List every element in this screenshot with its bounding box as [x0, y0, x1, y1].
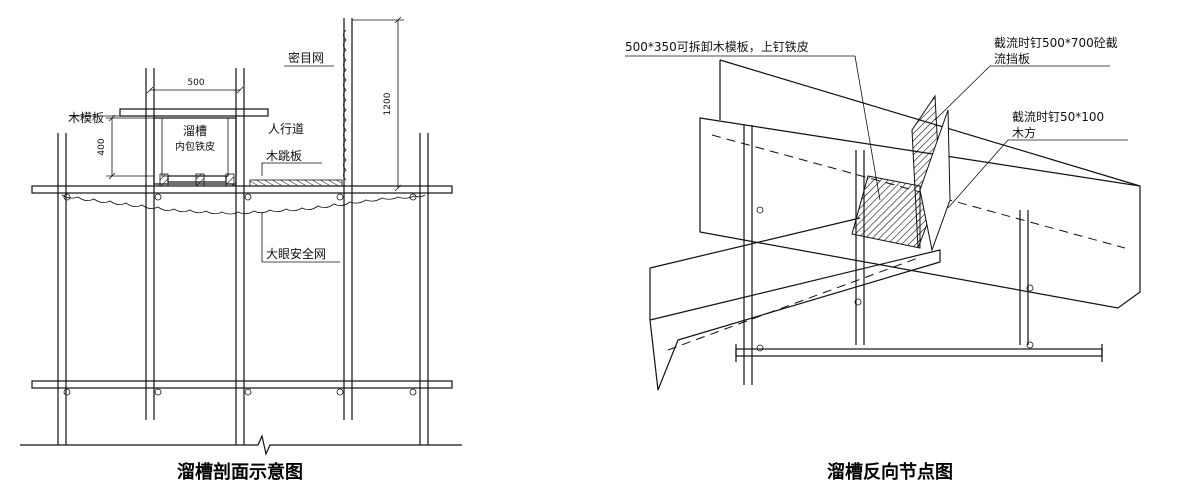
baffle-label-line2: 流挡板: [994, 52, 1030, 66]
node-diagram: 500*350可拆卸木模板，上钉铁皮 截流时钉500*700砼截 流挡板 截流时…: [625, 36, 1141, 483]
removable-formwork: [851, 94, 951, 252]
dim-width-text: 500: [187, 78, 204, 88]
dimension-width: 500: [146, 78, 244, 94]
safety-net-curve: [61, 194, 426, 215]
wood-form-plank: 木模板: [68, 108, 269, 125]
lower-chute: [649, 217, 941, 391]
timber-label-line2: 木方: [1012, 125, 1036, 140]
ground-line: [20, 434, 462, 456]
walkway-label: 人行道: [268, 122, 304, 136]
safety-net-callout: 大眼安全网: [261, 212, 340, 263]
timber-label-line1: 截流时钉50*100: [1012, 110, 1104, 124]
section-diagram: 溜槽 内包铁皮 木模板 木跳板 人行道 密目网 大眼安全网: [20, 16, 462, 483]
right-caption: 溜槽反向节点图: [827, 461, 953, 483]
callout-lines: [625, 55, 1128, 209]
dim-height-text: 400: [97, 138, 107, 155]
dense-net-label: 密目网: [288, 50, 324, 65]
chute-label: 溜槽: [183, 123, 207, 138]
dim-rail-text: 1200: [383, 92, 393, 115]
dimension-height: 400: [97, 114, 154, 180]
dimension-rail-height: 1200: [352, 16, 404, 192]
chute-section: 溜槽 内包铁皮: [153, 117, 237, 187]
wood-form-label: 木模板: [68, 111, 104, 125]
baffle-label-line1: 截流时钉500*700砼截: [994, 36, 1118, 50]
left-caption: 溜槽剖面示意图: [177, 461, 303, 483]
chute-lining-label: 内包铁皮: [175, 140, 215, 153]
safety-net-label: 大眼安全网: [266, 246, 326, 261]
scaffold-ledgers: [31, 185, 453, 396]
removable-form-label: 500*350可拆卸木模板，上钉铁皮: [625, 39, 809, 54]
dense-net-rail: 密目网: [284, 29, 347, 181]
wood-board-label: 木跳板: [266, 149, 302, 163]
walkway-board: 木跳板 人行道: [249, 122, 343, 187]
scaffold-poles-right: [735, 125, 1103, 385]
